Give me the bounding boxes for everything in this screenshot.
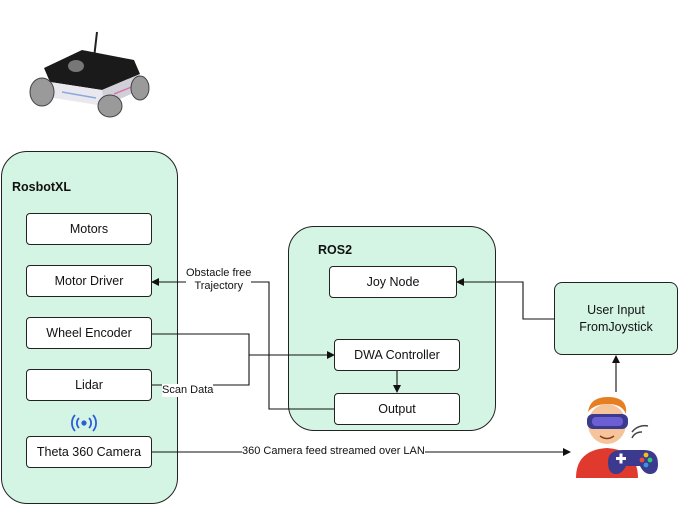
- camera-feed-label: 360 Camera feed streamed over LAN: [242, 445, 425, 458]
- vr-gamer-icon: [576, 396, 658, 478]
- edge-encoder-to-dwa: [152, 333, 335, 359]
- motor-driver-box: Motor Driver: [26, 265, 152, 297]
- user-input-box: User Input FromJoystick: [554, 282, 678, 355]
- obstacle-free-line1: Obstacle free: [186, 267, 252, 279]
- motors-box: Motors: [26, 213, 152, 245]
- user-input-line2: FromJoystick: [579, 319, 653, 334]
- theta-camera-box: Theta 360 Camera: [26, 436, 152, 468]
- wireless-signal-icon: [71, 414, 97, 432]
- joy-node-box: Joy Node: [329, 266, 457, 298]
- edge-lidar-to-dwa: [152, 355, 250, 386]
- wheel-encoder-box: Wheel Encoder: [26, 317, 152, 349]
- robot-image: [29, 31, 150, 118]
- rosbotxl-title: RosbotXL: [12, 180, 72, 194]
- obstacle-free-line2: Trajectory: [194, 280, 243, 292]
- lidar-box: Lidar: [26, 369, 152, 401]
- output-box: Output: [334, 393, 460, 425]
- user-input-line1: User Input: [587, 302, 645, 317]
- ros2-title: ROS2: [318, 243, 353, 257]
- obstacle-free-label: Obstacle free Trajectory: [186, 267, 252, 293]
- edge-user-to-joy: [456, 278, 554, 320]
- dwa-controller-box: DWA Controller: [334, 339, 460, 371]
- scan-data-label: Scan Data: [162, 384, 214, 397]
